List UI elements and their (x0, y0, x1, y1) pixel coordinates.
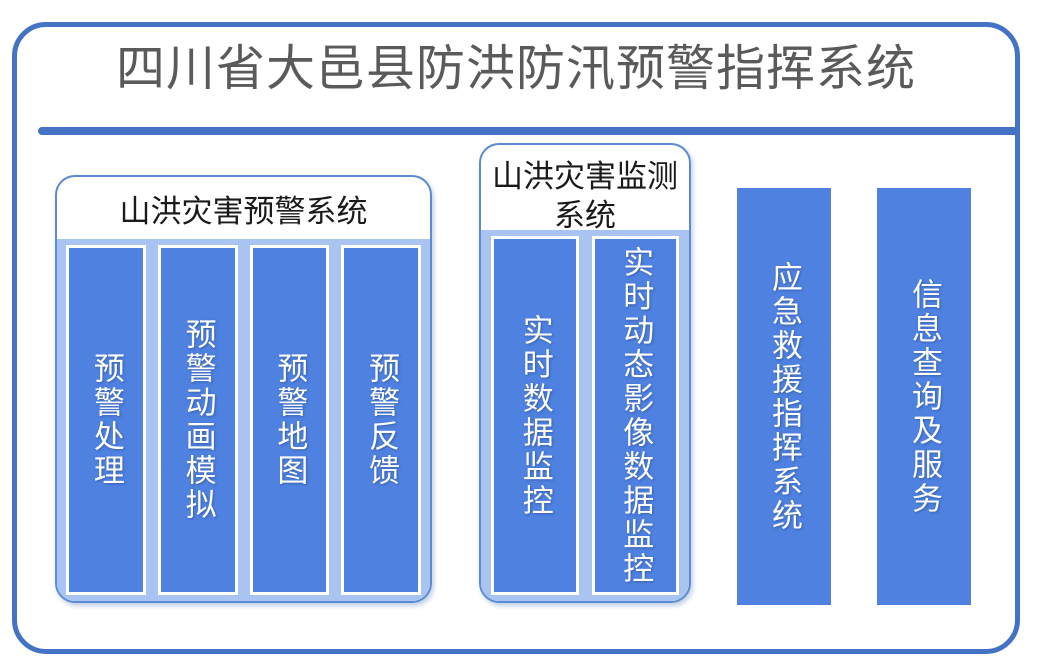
panel-monitor-system-body: 实时数据监控 实时动态影像数据监控 (481, 230, 689, 601)
module-emergency-rescue-command-system-label: 应急救援指挥系统 (767, 260, 802, 533)
module-warning-animation-simulation[interactable]: 预警动画模拟 (157, 245, 238, 595)
module-realtime-dynamic-image-data-monitoring[interactable]: 实时动态影像数据监控 (591, 236, 679, 595)
module-warning-animation-simulation-label: 预警动画模拟 (180, 318, 216, 522)
module-realtime-dynamic-image-data-monitoring-label: 实时动态影像数据监控 (618, 245, 654, 586)
title-divider (38, 127, 1020, 135)
module-warning-feedback-label: 预警反馈 (364, 352, 400, 488)
module-warning-feedback[interactable]: 预警反馈 (341, 245, 421, 595)
module-information-query-and-service-label: 信息查询及服务 (907, 277, 942, 516)
module-information-query-and-service[interactable]: 信息查询及服务 (877, 188, 971, 605)
module-warning-processing-label: 预警处理 (88, 352, 124, 488)
panel-warning-system-body: 预警处理 预警动画模拟 预警地图 预警反馈 (57, 239, 430, 601)
module-realtime-data-monitoring[interactable]: 实时数据监控 (491, 236, 579, 595)
module-warning-map[interactable]: 预警地图 (249, 245, 330, 595)
module-warning-map-label: 预警地图 (272, 352, 308, 488)
module-warning-processing[interactable]: 预警处理 (66, 245, 146, 595)
module-emergency-rescue-command-system[interactable]: 应急救援指挥系统 (737, 188, 831, 605)
panel-monitor-system[interactable]: 山洪灾害监测系统 实时数据监控 实时动态影像数据监控 (479, 143, 691, 603)
panel-warning-system-title: 山洪灾害预警系统 (119, 194, 368, 229)
page-title: 四川省大邑县防洪防汛预警指挥系统 (115, 42, 916, 96)
panel-monitor-system-title: 山洪灾害监测系统 (492, 159, 678, 233)
panel-warning-system[interactable]: 山洪灾害预警系统 预警处理 预警动画模拟 预警地图 预警反馈 (55, 175, 432, 603)
module-realtime-data-monitoring-label: 实时数据监控 (517, 313, 553, 518)
